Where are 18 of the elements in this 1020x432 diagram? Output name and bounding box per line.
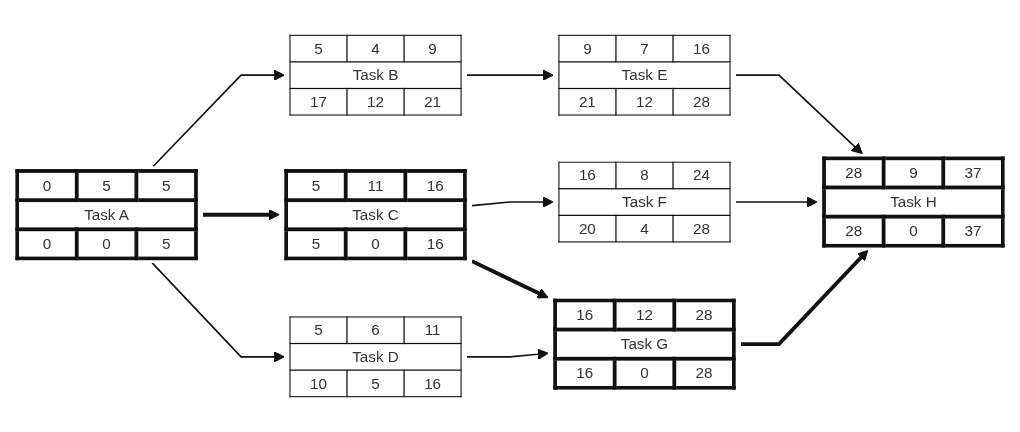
node-text: 5 6 11 Task D 10 5 16 [309, 321, 442, 393]
node-text: 0 5 5 Task A 0 0 5 [42, 176, 171, 253]
node-text: 9 7 16 Task E 21 12 28 [578, 39, 711, 111]
node-text: 5 4 9 Task B 17 12 21 [309, 39, 442, 111]
node-text: 28 9 37 Task H 28 0 37 [845, 163, 982, 241]
arrow [466, 348, 549, 360]
arrow [471, 259, 549, 299]
arrow [151, 262, 285, 363]
arrow [203, 209, 280, 221]
arrow [735, 196, 818, 208]
node-text: 5 11 16 Task C 5 0 16 [311, 176, 444, 253]
arrow [466, 69, 554, 81]
arrow [735, 74, 863, 155]
arrow [740, 249, 869, 347]
node-text: 16 8 24 Task F 20 4 28 [578, 166, 711, 238]
arrow [471, 196, 554, 208]
node-text: 16 12 28 Task G 16 0 28 [576, 306, 713, 383]
arrow [152, 69, 285, 168]
